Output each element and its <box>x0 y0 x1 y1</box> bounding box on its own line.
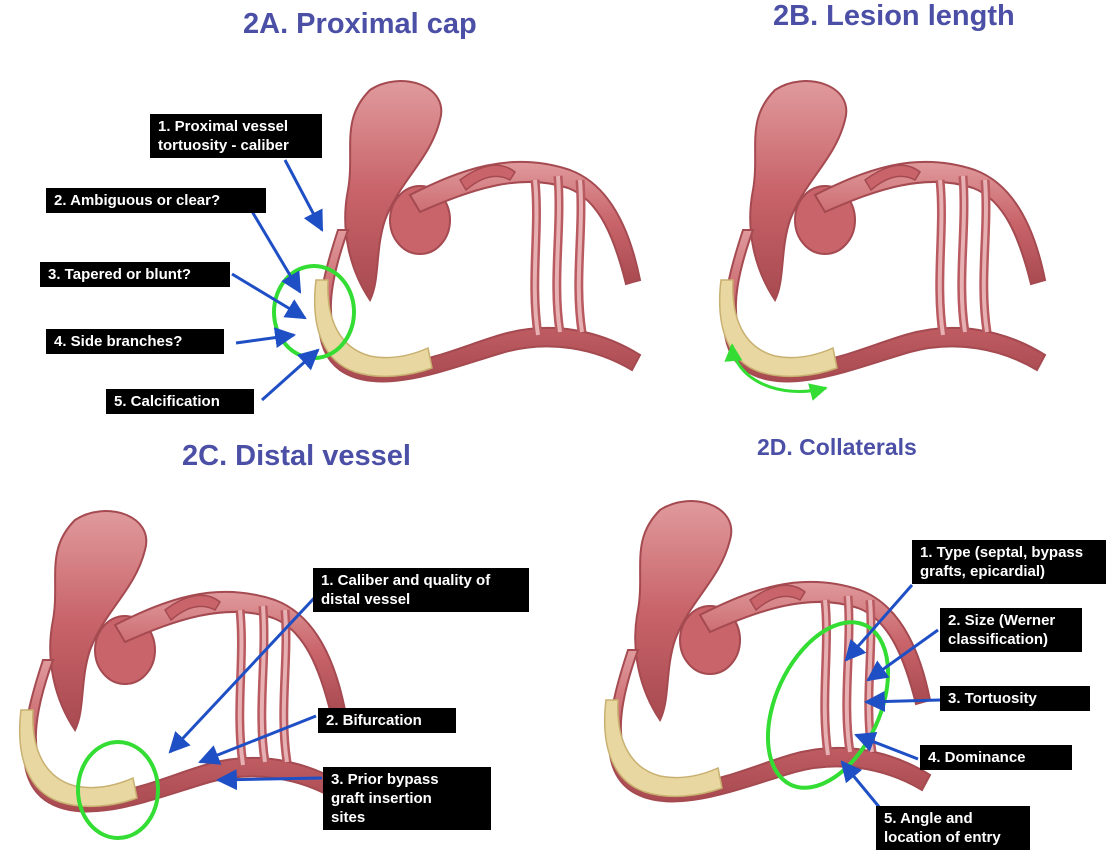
panel-d-label-4: 4. Dominance <box>920 745 1072 770</box>
panel-a-label-5: 5. Calcification <box>106 389 254 414</box>
panel-c-illustration <box>20 511 345 811</box>
panel-a-label-3: 3. Tapered or blunt? <box>40 262 230 287</box>
panel-d-label-2: 2. Size (Werner classification) <box>940 608 1082 652</box>
panel-a-label-4: 4. Side branches? <box>46 329 224 354</box>
panel-a-label-2: 2. Ambiguous or clear? <box>46 188 266 213</box>
panel-b-title: 2B. Lesion length <box>773 0 1015 33</box>
panel-d-label-5: 5. Angle and location of entry <box>876 806 1030 850</box>
panel-c-label-3: 3. Prior bypass graft insertion sites <box>323 767 491 830</box>
panel-d-illustration <box>605 501 930 801</box>
panel-c-label-1: 1. Caliber and quality of distal vessel <box>313 568 529 612</box>
panel-d-label-1: 1. Type (septal, bypass grafts, epicardi… <box>912 540 1106 584</box>
panel-a-highlight-circle <box>274 266 354 358</box>
panel-c-label-2: 2. Bifurcation <box>318 708 456 733</box>
panel-d-title: 2D. Collaterals <box>757 434 917 461</box>
panel-a-illustration <box>315 81 640 381</box>
panel-a-label-1: 1. Proximal vessel tortuosity - caliber <box>150 114 322 158</box>
panel-a-title: 2A. Proximal cap <box>243 8 477 41</box>
panel-d-label-3: 3. Tortuosity <box>940 686 1090 711</box>
panel-b-illustration <box>720 81 1045 381</box>
panel-c-title: 2C. Distal vessel <box>182 440 411 473</box>
